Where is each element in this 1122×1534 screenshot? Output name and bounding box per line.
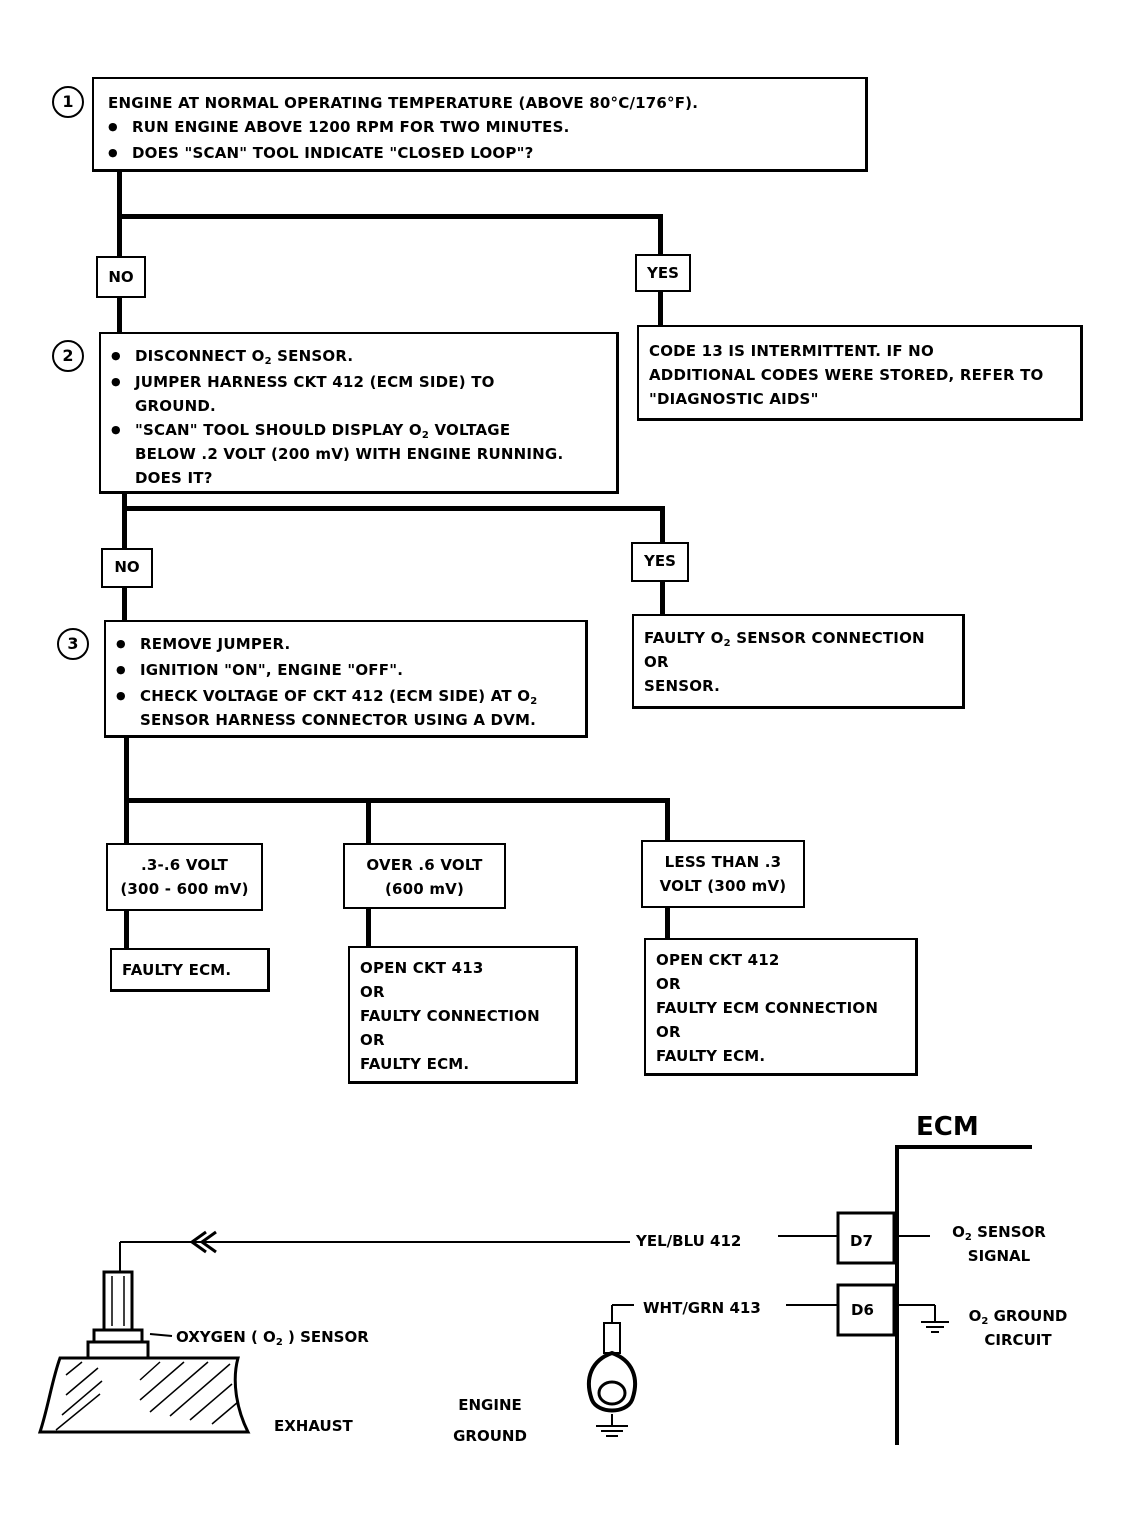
ecm-ground-icon <box>921 1321 949 1333</box>
step-3-bullet: REMOVE JUMPER. <box>116 632 575 658</box>
connector <box>124 798 670 803</box>
result-text: OPEN CKT 412 <box>656 951 780 969</box>
result-text: OR <box>656 1023 681 1041</box>
pin-d7-box <box>836 1211 896 1265</box>
step-3-bullet: IGNITION "ON", ENGINE "OFF". <box>116 658 575 684</box>
result-text: FAULTY ECM. <box>656 1047 766 1065</box>
case-label: (300 - 600 mV) <box>120 880 249 898</box>
step-1-bullet: RUN ENGINE ABOVE 1200 RPM FOR TWO MINUTE… <box>108 115 851 141</box>
result-open-ckt-413: OPEN CKT 413 OR FAULTY CONNECTION OR FAU… <box>348 946 578 1084</box>
step-1-number: 1 <box>52 86 84 118</box>
wire-413-label: WHT/GRN 413 <box>643 1299 761 1317</box>
result-text: SENSOR. <box>644 677 721 695</box>
pin-d7-label: D7 <box>850 1232 873 1250</box>
result-text: FAULTY ECM. <box>360 1055 470 1073</box>
case-mid-voltage: .3-.6 VOLT (300 - 600 mV) <box>106 843 263 911</box>
connector <box>117 298 122 334</box>
sensor-leader <box>149 1333 173 1337</box>
step-2-box: DISCONNECT O2 SENSOR. JUMPER HARNESS CKT… <box>99 332 619 494</box>
result-open-ckt-412: OPEN CKT 412 OR FAULTY ECM CONNECTION OR… <box>644 938 918 1076</box>
case-over-voltage: OVER .6 VOLT (600 mV) <box>343 843 506 909</box>
pin-d6-box <box>836 1283 896 1337</box>
connector <box>122 506 665 511</box>
wire-412-label: YEL/BLU 412 <box>636 1232 742 1250</box>
result-text: OR <box>360 1031 385 1049</box>
step-3-box: REMOVE JUMPER. IGNITION "ON", ENGINE "OF… <box>104 620 588 738</box>
connector <box>366 798 371 844</box>
engine-ground-lug-icon <box>586 1322 638 1437</box>
step-2-bullet: DISCONNECT O2 SENSOR. <box>111 344 606 370</box>
connector <box>122 588 127 624</box>
ecm-label: ECM <box>916 1112 979 1142</box>
case-label: LESS THAN .3 <box>664 853 782 871</box>
result-intermittent-box: CODE 13 IS INTERMITTENT. IF NO ADDITIONA… <box>637 325 1083 421</box>
connector <box>124 911 129 949</box>
engine-ground-label: ENGINE GROUND <box>453 1396 527 1445</box>
result-text: ADDITIONAL CODES WERE STORED, REFER TO <box>649 366 1044 384</box>
connector <box>660 582 665 616</box>
result-text: OR <box>656 975 681 993</box>
case-label: OVER .6 VOLT <box>366 856 483 874</box>
result-text: OPEN CKT 413 <box>360 959 484 977</box>
o2-ground-label: O2 GROUND CIRCUIT <box>968 1307 1068 1349</box>
connector <box>660 506 665 542</box>
case-label: (600 mV) <box>384 880 465 898</box>
pin-d6-label: D6 <box>851 1301 874 1319</box>
case-label: VOLT (300 mV) <box>659 877 787 895</box>
step-2-bullet: "SCAN" TOOL SHOULD DISPLAY O2 VOLTAGEBEL… <box>111 418 606 490</box>
step-2-number: 2 <box>52 340 84 372</box>
connector <box>122 494 127 548</box>
result-text: FAULTY ECM CONNECTION <box>656 999 879 1017</box>
step-1-bullet: DOES "SCAN" TOOL INDICATE "CLOSED LOOP"? <box>108 141 851 167</box>
yes-label-1: YES <box>635 254 691 292</box>
step-2-bullet: JUMPER HARNESS CKT 412 (ECM SIDE) TOGROU… <box>111 370 606 418</box>
no-label-1: NO <box>96 256 146 298</box>
connector <box>658 292 663 332</box>
connector <box>665 908 670 940</box>
exhaust-label: EXHAUST <box>274 1417 353 1435</box>
case-under-voltage: LESS THAN .3 VOLT (300 mV) <box>641 840 805 908</box>
connector <box>658 214 663 254</box>
step-3-number: 3 <box>57 628 89 660</box>
no-label-2: NO <box>101 548 153 588</box>
result-text: CODE 13 IS INTERMITTENT. IF NO <box>649 342 934 360</box>
exhaust-pipe <box>37 1356 251 1434</box>
result-text: "DIAGNOSTIC AIDS" <box>649 390 819 408</box>
result-o2-sensor-box: FAULTY O2 SENSOR CONNECTION OR SENSOR. <box>632 614 965 709</box>
result-text: FAULTY CONNECTION <box>360 1007 540 1025</box>
case-label: .3-.6 VOLT <box>140 856 229 874</box>
result-faulty-ecm: FAULTY ECM. <box>110 948 270 992</box>
result-text: OR <box>644 653 669 671</box>
connector <box>124 738 129 844</box>
result-text: FAULTY ECM. <box>122 961 232 979</box>
yes-label-2: YES <box>631 542 689 582</box>
oxygen-sensor-label: OXYGEN ( O2 ) SENSOR <box>176 1328 369 1348</box>
result-text: FAULTY O2 SENSOR CONNECTION <box>644 629 925 649</box>
connector-chevron-icon <box>189 1230 217 1254</box>
connector <box>665 798 670 842</box>
wiring-schematic <box>37 1145 1032 1445</box>
connector <box>366 909 371 949</box>
step-3-bullet: CHECK VOLTAGE OF CKT 412 (ECM SIDE) AT O… <box>116 684 575 732</box>
result-text: OR <box>360 983 385 1001</box>
step-1-box: ENGINE AT NORMAL OPERATING TEMPERATURE (… <box>92 77 868 172</box>
connector <box>117 214 663 219</box>
o2-signal-label: O2 SENSOR SIGNAL <box>952 1223 1046 1265</box>
step-1-line1: ENGINE AT NORMAL OPERATING TEMPERATURE (… <box>108 94 699 112</box>
